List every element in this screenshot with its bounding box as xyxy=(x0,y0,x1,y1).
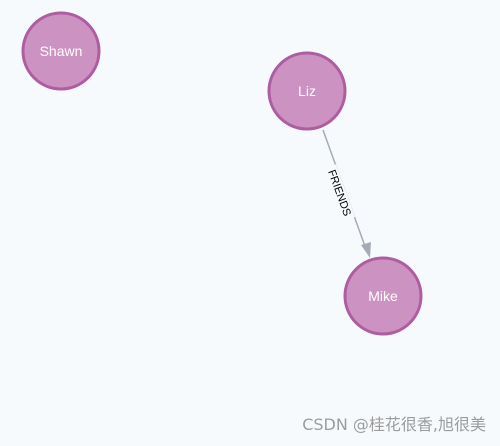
node-mike[interactable]: Mike xyxy=(343,256,423,336)
watermark: CSDN @桂花很香,旭很美 xyxy=(302,415,486,434)
node-circle xyxy=(267,51,347,131)
node-label: Liz xyxy=(298,83,316,99)
relationship-label: FRIENDS xyxy=(325,168,353,217)
node-circle xyxy=(21,11,101,91)
node-shawn[interactable]: Shawn xyxy=(21,11,101,91)
node-liz[interactable]: Liz xyxy=(267,51,347,131)
node-label: Shawn xyxy=(40,43,83,59)
relationship-liz-mike[interactable]: FRIENDS xyxy=(322,129,371,258)
node-label: Mike xyxy=(368,288,398,304)
node-circle xyxy=(343,256,423,336)
relationship-label-background xyxy=(322,164,356,222)
arrowhead-icon xyxy=(361,242,371,258)
